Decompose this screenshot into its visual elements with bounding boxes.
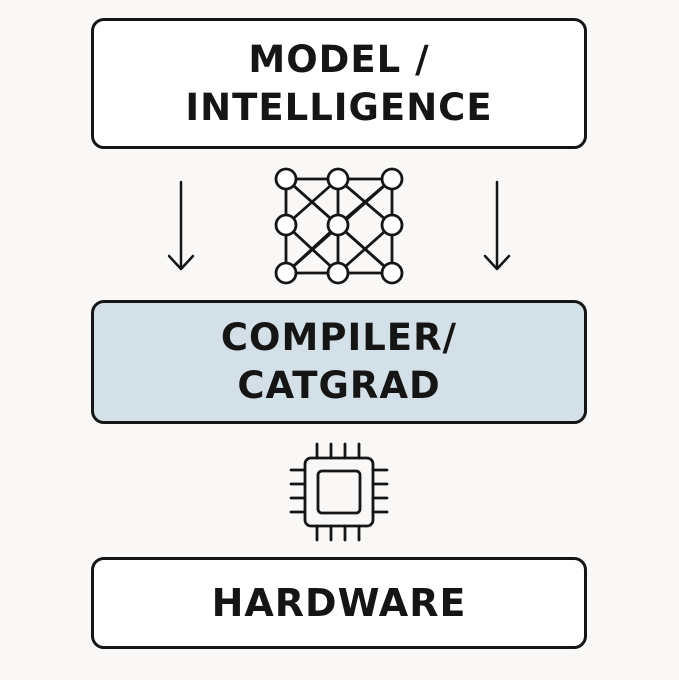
hardware-box: HARDWARE [91,557,587,649]
hardware-box-label: HARDWARE [211,581,467,625]
down-arrow-icon [167,180,195,271]
compiler-box-label-line2: CATGRAD [237,364,441,407]
model-box-label-line2: INTELLIGENCE [185,85,493,129]
compiler-box-label-line1: COMPILER/ [220,316,458,359]
model-intelligence-box: MODEL / INTELLIGENCE [91,18,587,149]
cpu-chip-icon [289,442,389,542]
model-box-label-line1: MODEL / [248,37,430,81]
compiler-catgrad-box: COMPILER/ CATGRAD [91,300,587,424]
down-arrow-icon [483,180,511,271]
neural-network-icon [274,167,404,285]
